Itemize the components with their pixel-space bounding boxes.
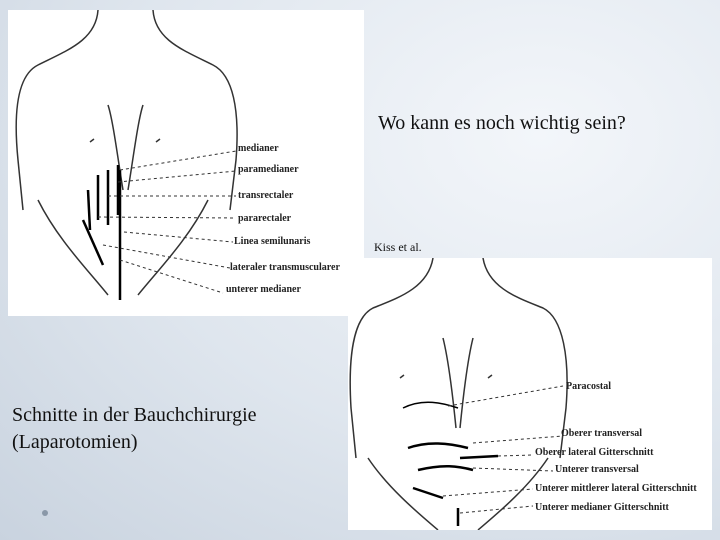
subtitle-line-2: (Laparotomien): [12, 431, 138, 453]
torso-drawing-transverse: [349, 258, 568, 530]
incision-diagram-vertical: medianer paramedianer transrectaler para…: [8, 10, 364, 316]
label-lateraler-transmuscularer: lateraler transmuscularer: [230, 262, 340, 273]
torso-drawing-vertical: [15, 10, 238, 300]
label-linea-semilunaris: Linea semilunaris: [234, 236, 311, 247]
label-unterer-medianer-gitterschnitt: Unterer medianer Gitterschnitt: [535, 502, 669, 513]
incision-diagram-transverse: Paracostal Oberer transversal Oberer lat…: [348, 258, 712, 530]
label-paramedianer: paramedianer: [238, 164, 299, 175]
slide-title: Wo kann es noch wichtig sein?: [378, 112, 626, 134]
citation: Kiss et al.: [374, 240, 422, 254]
label-medianer: medianer: [238, 143, 279, 154]
bullet-icon: [42, 510, 48, 516]
label-paracostal: Paracostal: [566, 381, 611, 392]
subtitle-line-1: Schnitte in der Bauchchirurgie: [12, 404, 257, 426]
label-pararectaler: pararectaler: [238, 213, 292, 224]
label-unterer-mittlerer-lateral-gitterschnitt: Unterer mittlerer lateral Gitterschnitt: [535, 483, 697, 494]
label-transrectaler: transrectaler: [238, 190, 294, 201]
slide-subtitle: Schnitte in der Bauchchirurgie (Laparoto…: [12, 402, 257, 456]
label-unterer-medianer: unterer medianer: [226, 284, 301, 295]
label-unterer-transversal: Unterer transversal: [555, 464, 639, 475]
label-oberer-lateral-gitterschnitt: Oberer lateral Gitterschnitt: [535, 447, 654, 458]
label-oberer-transversal: Oberer transversal: [561, 428, 643, 439]
